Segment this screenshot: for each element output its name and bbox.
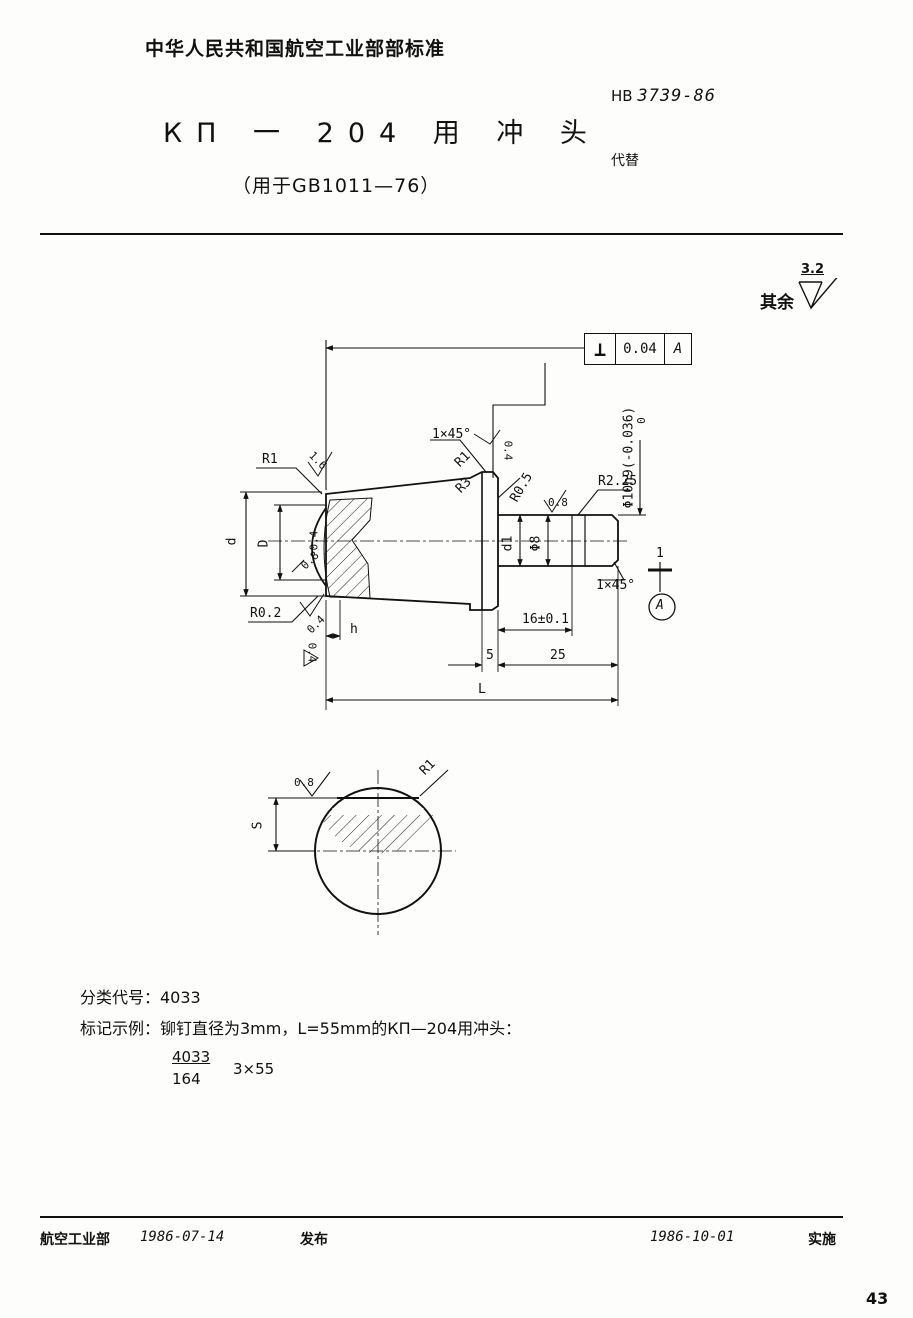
roughness-symbol-icon [798, 278, 838, 310]
dim-phi10-upper-label: 0 [634, 417, 648, 424]
fraction-numerator: 4033 [172, 1048, 211, 1066]
implementation-label: 实施 [808, 1232, 836, 1248]
tolerance-datum: A [673, 341, 683, 357]
replaces-label: 代替 [611, 153, 639, 169]
dim-L-label: L [478, 682, 486, 697]
dim-d1-label: d1 [500, 535, 516, 552]
roughness-rest-label: 其余 [760, 293, 794, 313]
page-number: 43 [866, 1289, 889, 1308]
perpendicularity-frame: ⊥ 0.04 A [584, 333, 692, 365]
datum-letter: A [656, 598, 664, 613]
dim-S-label: S [250, 821, 266, 830]
issuer: 航空工业部 [40, 1232, 110, 1248]
roughness-08-section: 0.8 [294, 776, 314, 789]
implementation-date: 1986-10-01 [650, 1229, 735, 1245]
roughness-04-face: 0.4 [305, 642, 319, 663]
dim-16-label: 16±0.1 [522, 612, 569, 627]
perpendicularity-icon: ⊥ [585, 334, 616, 364]
footer-rule [40, 1216, 843, 1218]
chamfer-top-label: 1×45° [432, 427, 472, 442]
radius-r02-label: R0.2 [250, 606, 282, 621]
dim-5-label: 5 [486, 648, 494, 663]
classification-code: 分类代号：4033 [80, 988, 201, 1007]
chamfer-pin-label: 1×45° [596, 578, 636, 593]
fraction-size: 3×55 [233, 1060, 275, 1078]
dim-25-label: 25 [550, 648, 566, 663]
roughness-08-pin: 0.8 [548, 496, 568, 509]
roughness-04-cavity: 0.4 [307, 530, 321, 551]
dim-D-label: D [256, 539, 272, 548]
standard-number: HB 3739-86 [611, 86, 716, 106]
dim-d-label: d [224, 537, 240, 546]
tolerance-value: 0.04 [616, 334, 665, 364]
standard-code: 3739-86 [637, 86, 717, 106]
section-mark: 1 [656, 546, 664, 561]
standard-prefix: HB [611, 87, 633, 105]
document-title: КП 一 204 用 冲 头 [163, 118, 601, 149]
dim-phi8-label: Φ8 [528, 535, 544, 552]
dim-h-label: h [350, 622, 358, 637]
issue-label: 发布 [300, 1232, 328, 1248]
organization-heading: 中华人民共和国航空工业部部标准 [145, 38, 446, 60]
roughness-04-flange: 0.4 [501, 440, 515, 461]
header-rule [40, 233, 843, 235]
marking-example: 标记示例：铆钉直径为3mm，L=55mm的КП—204用冲头： [80, 1019, 522, 1038]
document-subtitle: （用于GB1011—76） [232, 175, 441, 197]
issue-date: 1986-07-14 [140, 1229, 225, 1245]
punch-drawing [240, 340, 676, 935]
radius-r225-label: R2.25 [598, 474, 638, 489]
fraction-denominator: 164 [172, 1070, 201, 1088]
roughness-rest-value: 3.2 [801, 262, 825, 277]
radius-r1-label: R1 [262, 452, 278, 467]
